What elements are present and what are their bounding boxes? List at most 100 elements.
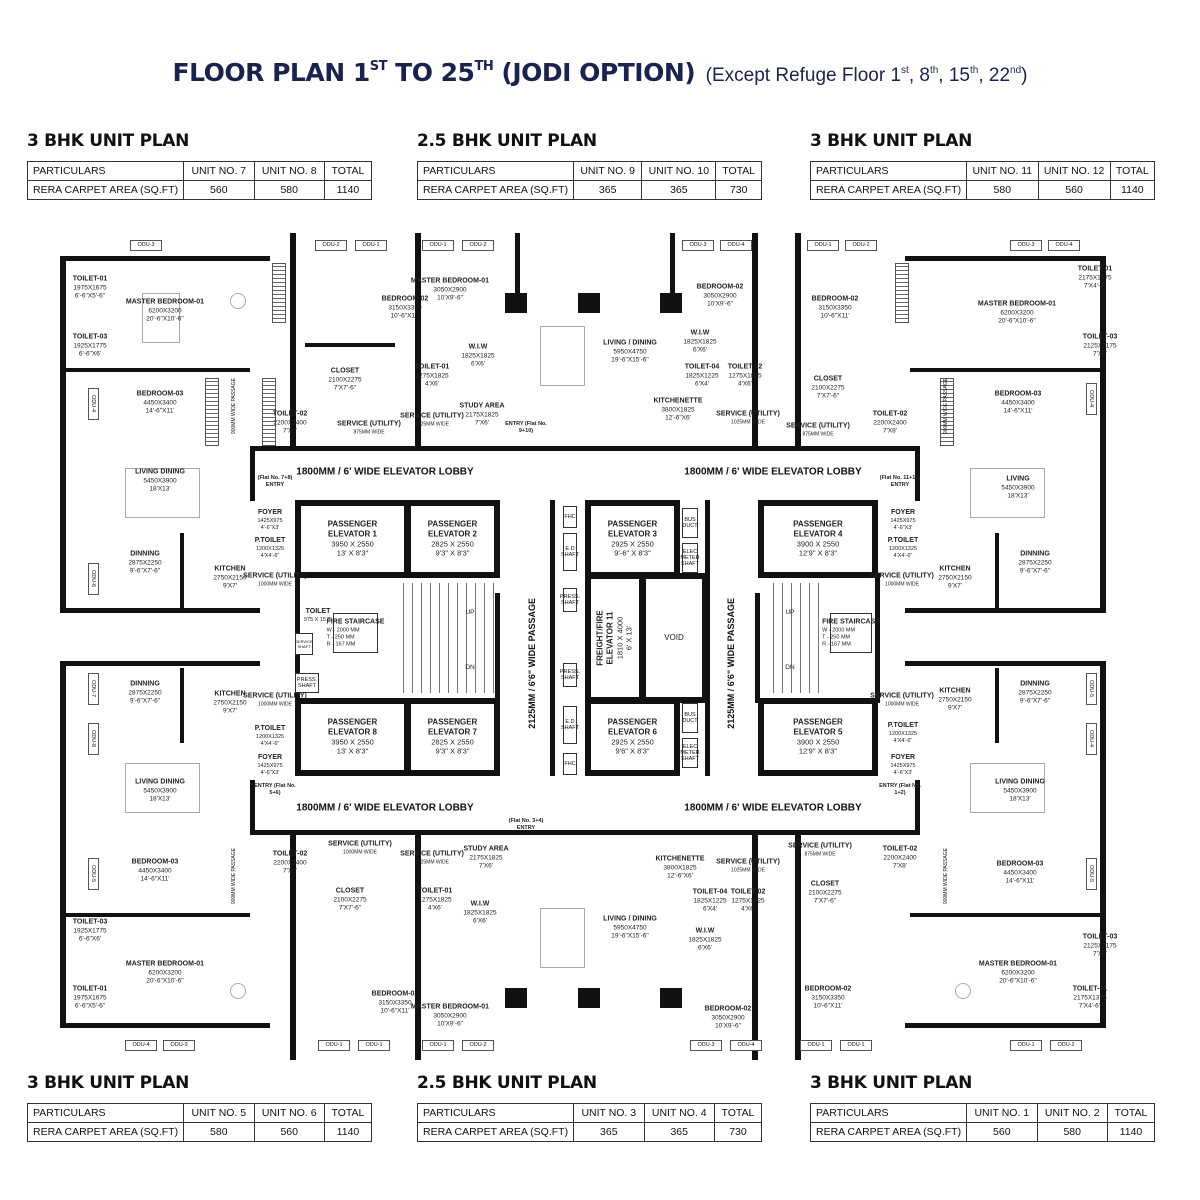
entry-flat-3-4[interactable]: (Flat No. 3+4) ENTRY [508,818,544,831]
wardrobe [895,263,909,323]
wall [755,593,760,703]
entry-flat-9-10[interactable]: ENTRY (Flat No. 9+10) [505,421,547,434]
wall [60,256,270,261]
unit-plan-heading: 2.5 BHK UNIT PLAN [417,131,597,151]
odu-unit: ODU-2 [845,240,877,251]
wall [905,256,1105,261]
bed [142,293,180,343]
odu-unit: ODU-1 [422,240,454,251]
sofa [970,468,1045,518]
wall [795,835,801,1060]
wall [905,608,1105,613]
odu-unit: ODU-2 [315,240,347,251]
odu-unit: ODU-1 [422,1040,454,1051]
entry-flat-7-8[interactable]: (Flat No. 7+8) ENTRY [257,475,293,488]
odu-unit: ODU-5 [1086,673,1097,705]
sofa [125,763,200,813]
wall [995,533,999,608]
odu-unit: ODU-3 [130,240,162,251]
odu-unit: ODU-4 [1048,240,1080,251]
wardrobe [262,378,276,446]
title-subtitle: (Except Refuge Floor 1st, 8th, 15th, 22n… [705,65,1028,86]
odu-unit: ODU-5 [88,858,99,890]
wall [905,661,1105,666]
wall [60,661,66,811]
chair [955,983,971,999]
odu-unit: ODU-3 [1010,240,1042,251]
elevator-lobby-top-right: 1800MM / 6' WIDE ELEVATOR LOBBY [684,466,862,478]
entry-flat-11-12[interactable]: (Flat No. 11+12) ENTRY [879,475,921,488]
room-service: SERVICE (UTILITY)1025MM WIDE [400,850,464,866]
wall [915,780,920,835]
column [505,293,527,313]
odu-unit: ODU-5 [1086,858,1097,890]
elevator-lobby-bottom-right: 1800MM / 6' WIDE ELEVATOR LOBBY [684,802,862,814]
press-shaft: PRESS. SHAFT [560,588,580,612]
bus-duct: BUS DUCT [682,508,698,538]
odu-unit: ODU-4 [1086,723,1097,755]
wall [60,913,250,917]
odu-unit: ODU-1 [1010,1040,1042,1051]
wall [910,368,1105,372]
odu-unit: ODU-8 [88,723,99,755]
wall [795,233,801,446]
passage-label: 900MM WIDE PASSAGE [231,848,237,905]
odu-unit: ODU-1 [318,1040,350,1051]
room-service: SERVICE (UTILITY)1000MM WIDE [243,572,307,588]
passage-label-right: 2125MM / 6'6" WIDE PASSAGE [726,598,736,729]
entry-flat-1-2[interactable]: ENTRY (Flat No. 1+2) [879,783,921,796]
press-shaft: PRESS. SHAFT [560,663,580,687]
wall [1100,256,1106,476]
void: VOID [640,573,708,703]
wall [250,446,920,451]
wall [415,233,421,446]
entry-flat-5-6[interactable]: ENTRY (Flat No. 5+6) [254,783,296,796]
column [660,988,682,1008]
stair-down-label: DN [785,663,795,671]
title-main: FLOOR PLAN 1ST TO 25TH (JODI OPTION) [172,58,696,87]
odu-unit: ODU-1 [358,1040,390,1051]
odu-unit: ODU-4 [125,1040,157,1051]
fhc-shaft: FHC [563,506,577,528]
